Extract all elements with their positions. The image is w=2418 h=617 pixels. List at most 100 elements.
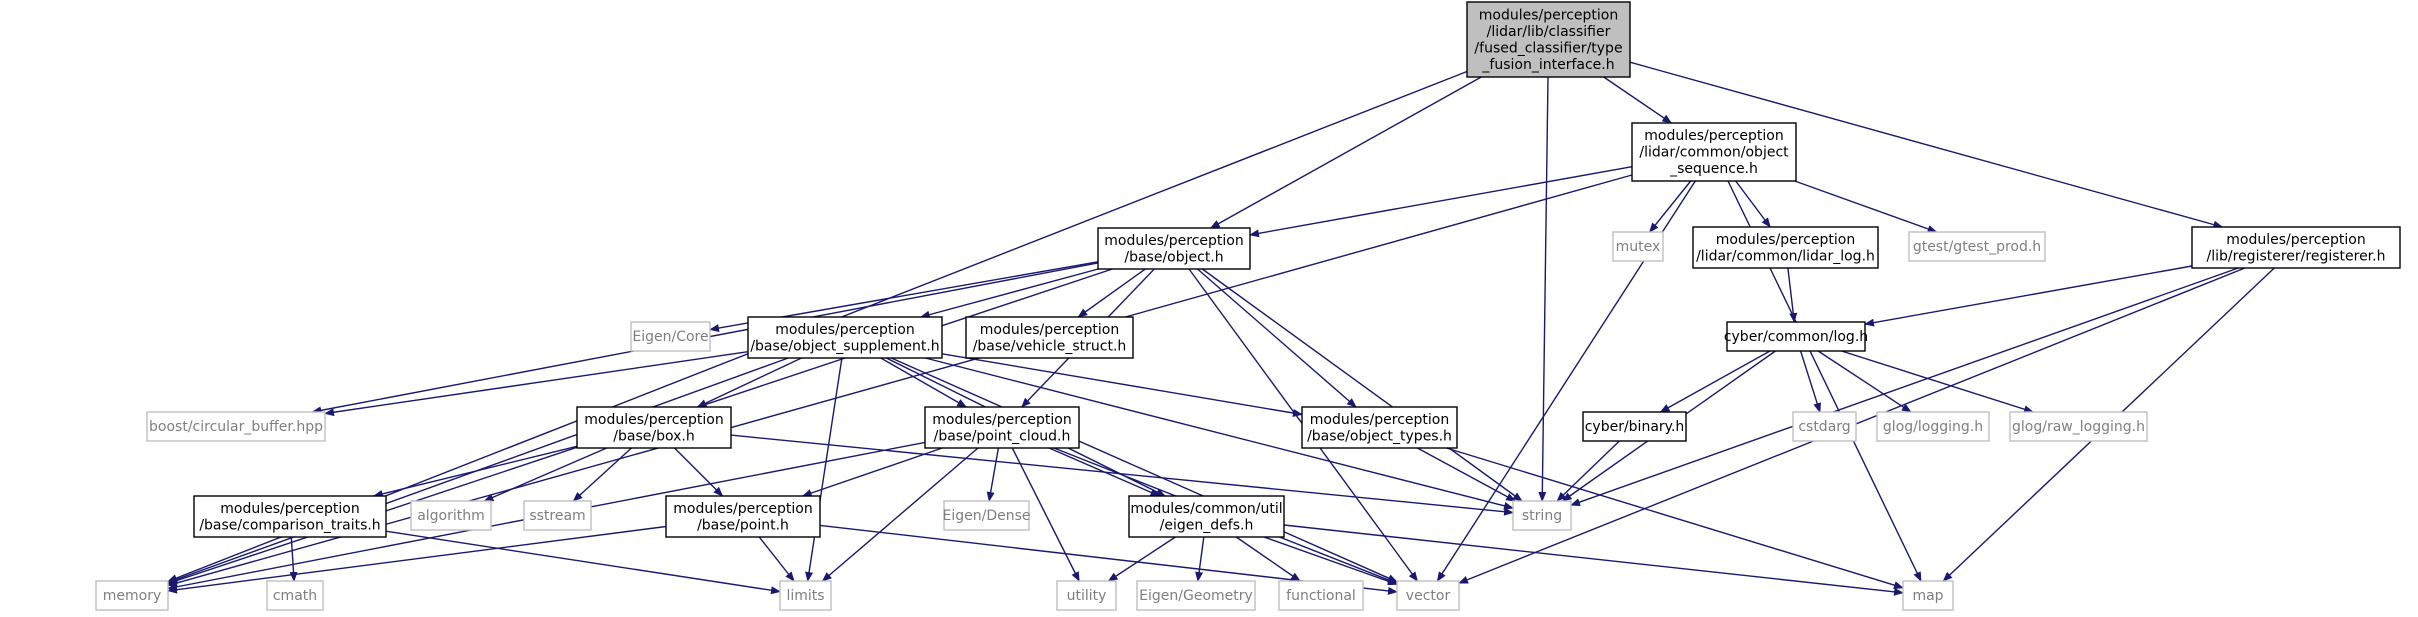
edge-objsupp-to-objtypes: [941, 353, 1303, 417]
node-box-boostcb: [146, 411, 326, 442]
node-box-map: [1902, 580, 1954, 611]
node-layer: modules/perception/lidar/lib/classifier/…: [95, 1, 2401, 611]
node-box-eigendefs: [1128, 495, 1285, 538]
edge-root-to-registerer: [1629, 61, 2224, 229]
edge-object-to-objtypes: [1197, 268, 1357, 408]
node-cyberlog[interactable]: cyber/common/log.h: [1724, 321, 1868, 352]
node-cyberbinary[interactable]: cyber/binary.h: [1582, 411, 1687, 442]
node-box-eigencore: [630, 321, 711, 352]
edge-eigendefs-to-eigengeom: [1195, 536, 1205, 582]
edge-object-to-vehstruct: [1077, 268, 1146, 318]
edge-pointcloud-to-limits: [821, 447, 979, 582]
node-label-cyberbinary-line-0: cyber/binary.h: [1585, 419, 1685, 435]
edge-eigendefs-to-utility: [1107, 536, 1176, 582]
node-box-box: [576, 406, 732, 449]
node-label-root-line-1: /lidar/lib/classifier: [1487, 24, 1611, 40]
node-limits: limits: [779, 580, 832, 611]
node-box-cstdarg: [1792, 411, 1857, 442]
node-box-registerer: [2191, 226, 2401, 269]
node-label-utility-line-0: utility: [1067, 588, 1107, 604]
node-objseq[interactable]: modules/perception/lidar/common/object_s…: [1631, 122, 1797, 182]
node-label-objsupp-line-1: /base/object_supplement.h: [750, 338, 939, 354]
node-box-vehstruct: [965, 316, 1134, 359]
node-label-point-line-0: modules/perception: [673, 501, 812, 517]
node-point[interactable]: modules/perception/base/point.h: [665, 495, 821, 538]
node-label-glog-line-0: glog/logging.h: [1883, 419, 1983, 435]
node-label-algorithm-line-0: algorithm: [417, 508, 485, 524]
node-box-cyberbinary: [1582, 411, 1687, 442]
node-vector: vector: [1396, 580, 1460, 611]
node-label-pointcloud-line-1: /base/point_cloud.h: [934, 428, 1071, 444]
node-box-objtypes: [1301, 406, 1458, 449]
node-box-root: [1466, 1, 1631, 78]
node-registerer[interactable]: modules/perception/lib/registerer/regist…: [2191, 226, 2401, 269]
node-label-registerer-line-1: /lib/registerer/registerer.h: [2207, 248, 2386, 264]
node-label-eigengeom-line-0: Eigen/Geometry: [1139, 588, 1253, 604]
edge-objtypes-to-string: [1417, 447, 1517, 502]
edge-box-to-string: [730, 434, 1514, 516]
node-label-object-line-1: /base/object.h: [1124, 249, 1223, 265]
edge-eigendefs-to-map: [1283, 524, 1904, 596]
node-vehstruct[interactable]: modules/perception/base/vehicle_struct.h: [965, 316, 1134, 359]
node-label-vehstruct-line-1: /base/vehicle_struct.h: [973, 338, 1127, 354]
edge-objtypes-to-map: [1446, 447, 1904, 589]
edge-objsupp-to-box: [696, 357, 802, 408]
node-gtest: gtest/gtest_prod.h: [1908, 231, 2046, 262]
node-boostcb: boost/circular_buffer.hpp: [146, 411, 326, 442]
node-objsupp[interactable]: modules/perception/base/object_supplemen…: [747, 316, 943, 359]
node-objtypes[interactable]: modules/perception/base/object_types.h: [1301, 406, 1458, 449]
node-label-root-line-3: _fusion_interface.h: [1481, 57, 1614, 73]
edge-eigendefs-to-functional: [1235, 536, 1301, 582]
node-box-algorithm: [410, 500, 492, 531]
edge-box-to-algorithm: [483, 447, 607, 502]
edge-objsupp-to-limits: [805, 357, 843, 582]
node-box[interactable]: modules/perception/base/box.h: [576, 406, 732, 449]
edge-cyberlog-to-cstdarg: [1799, 350, 1821, 413]
node-label-vehstruct-line-0: modules/perception: [980, 322, 1119, 338]
edge-registerer-to-string: [1570, 267, 2239, 506]
edge-point-to-limits: [758, 536, 795, 582]
edge-object-to-objsupp: [919, 268, 1099, 319]
node-box-objsupp: [747, 316, 943, 359]
edge-objsupp-to-string: [925, 357, 1514, 510]
node-functional: functional: [1278, 580, 1364, 611]
node-label-functional-line-0: functional: [1286, 588, 1356, 604]
node-label-comptraits-line-1: /base/comparison_traits.h: [199, 517, 380, 533]
node-object[interactable]: modules/perception/base/object.h: [1097, 227, 1251, 270]
node-label-gtest-line-0: gtest/gtest_prod.h: [1913, 239, 2041, 255]
edge-pointcloud-to-eigendefs: [1048, 447, 1161, 497]
node-label-object-line-0: modules/perception: [1104, 233, 1243, 249]
edge-cyberlog-to-glog: [1817, 350, 1912, 413]
node-box-gtest: [1908, 231, 2046, 262]
node-label-limits-line-0: limits: [786, 588, 824, 604]
node-box-utility: [1056, 580, 1117, 611]
node-label-objtypes-line-0: modules/perception: [1310, 412, 1449, 428]
node-box-objseq: [1631, 122, 1797, 182]
node-memory: memory: [95, 580, 169, 611]
edge-cyberlog-to-glograw: [1841, 350, 2034, 414]
node-label-boostcb-line-0: boost/circular_buffer.hpp: [149, 419, 323, 435]
node-box-eigendense: [943, 500, 1030, 531]
edge-objsupp-to-pointcloud: [880, 357, 968, 408]
node-map: map: [1902, 580, 1954, 611]
edge-comptraits-to-limits: [385, 530, 781, 595]
node-label-vector-line-0: vector: [1406, 588, 1451, 604]
node-glog: glog/logging.h: [1876, 411, 1990, 442]
node-box-glograw: [2009, 411, 2148, 442]
node-glograw: glog/raw_logging.h: [2009, 411, 2148, 442]
edge-root-to-string: [1538, 76, 1549, 502]
node-box-string: [1512, 500, 1572, 531]
node-root[interactable]: modules/perception/lidar/lib/classifier/…: [1466, 1, 1631, 78]
node-label-pointcloud-line-0: modules/perception: [932, 412, 1071, 428]
node-comptraits[interactable]: modules/perception/base/comparison_trait…: [193, 495, 387, 538]
node-box-eigengeom: [1136, 580, 1256, 611]
node-algorithm: algorithm: [410, 500, 492, 531]
edge-box-to-point: [674, 447, 724, 497]
node-pointcloud[interactable]: modules/perception/base/point_cloud.h: [924, 406, 1080, 449]
node-label-root-line-2: /fused_classifier/type: [1474, 40, 1622, 56]
node-eigencore: Eigen/Core: [630, 321, 711, 352]
node-label-box-line-1: /base/box.h: [613, 428, 694, 444]
node-eigendefs[interactable]: modules/common/util/eigen_defs.h: [1128, 495, 1285, 538]
node-box-point: [665, 495, 821, 538]
node-lidarlog[interactable]: modules/perception/lidar/common/lidar_lo…: [1692, 226, 1879, 269]
